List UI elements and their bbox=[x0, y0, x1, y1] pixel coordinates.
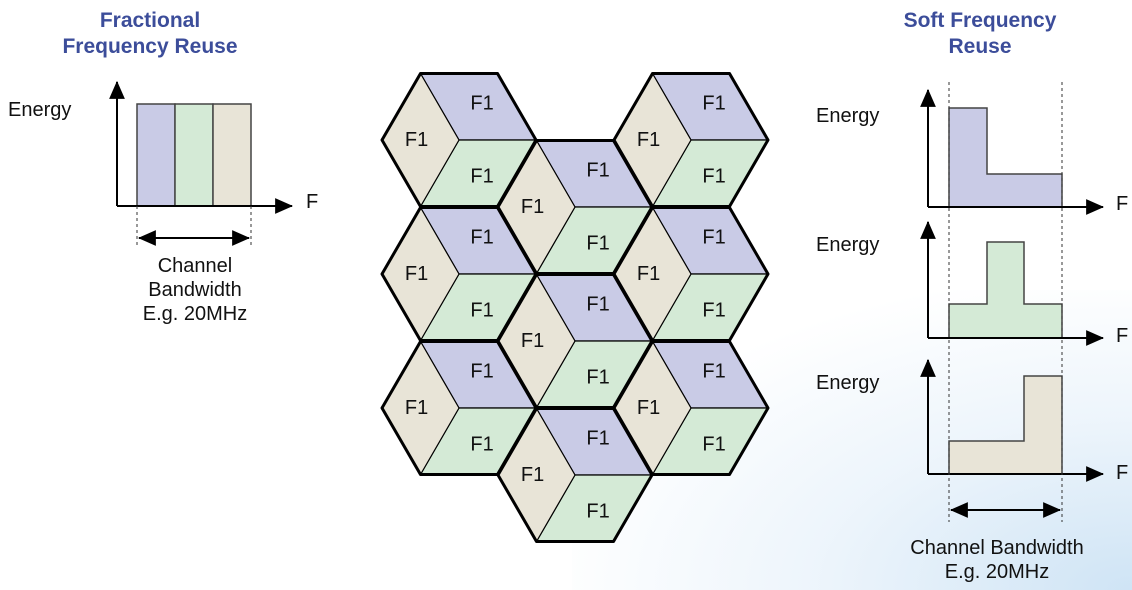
hex-5-label-beige: F1 bbox=[637, 263, 660, 285]
hex-5-label-green: F1 bbox=[702, 300, 725, 322]
hex-6-label-blue: F1 bbox=[586, 293, 609, 315]
hex-6-label-green: F1 bbox=[586, 367, 609, 389]
ffr-bandwidth-line3: E.g. 20MHz bbox=[142, 303, 248, 325]
sfr-title: Soft Frequency Reuse bbox=[820, 8, 1132, 60]
sfr-spectra bbox=[920, 82, 1105, 522]
ffr-f-label: F bbox=[306, 191, 319, 213]
ffr-bandwidth-label: Channel Bandwidth E.g. 20MHz bbox=[120, 254, 270, 326]
ffr-title-line2: Frequency Reuse bbox=[62, 35, 238, 58]
hex-4-label-beige: F1 bbox=[405, 263, 428, 285]
hex-1-label-blue: F1 bbox=[470, 92, 493, 114]
hex-5-label-blue: F1 bbox=[702, 226, 725, 248]
hex-cell-grid: F1F1F1F1F1F1F1F1F1F1F1F1F1F1F1F1F1F1F1F1… bbox=[380, 72, 770, 543]
hex-3-label-green: F1 bbox=[586, 233, 609, 255]
sfr-energy-label-1: Energy bbox=[816, 105, 880, 127]
ffr-band-beige bbox=[212, 103, 252, 207]
hex-9-label-beige: F1 bbox=[521, 464, 544, 486]
sfr-f-label-3: F bbox=[1116, 462, 1129, 484]
sfr-spectrum-green bbox=[948, 241, 1063, 339]
hex-2-label-beige: F1 bbox=[637, 129, 660, 151]
hex-7-label-green: F1 bbox=[470, 434, 493, 456]
sfr-bandwidth-label: Channel Bandwidth E.g. 20MHz bbox=[872, 536, 1122, 584]
hex-3-label-beige: F1 bbox=[521, 196, 544, 218]
sfr-title-line2: Reuse bbox=[948, 35, 1012, 58]
hex-2-label-green: F1 bbox=[702, 166, 725, 188]
sfr-spectrum-beige bbox=[948, 375, 1063, 475]
ffr-band-blue bbox=[136, 103, 176, 207]
sfr-title-line1: Soft Frequency bbox=[903, 9, 1057, 32]
hex-2-label-blue: F1 bbox=[702, 92, 725, 114]
hex-4-label-green: F1 bbox=[470, 300, 493, 322]
sfr-bandwidth-line2: E.g. 20MHz bbox=[944, 561, 1050, 583]
hex-7-label-blue: F1 bbox=[470, 360, 493, 382]
ffr-bandwidth-line1: Channel bbox=[157, 255, 233, 277]
sfr-bandwidth-line1: Channel Bandwidth bbox=[910, 537, 1084, 559]
ffr-band-green bbox=[174, 103, 214, 207]
sfr-f-label-1: F bbox=[1116, 193, 1129, 215]
hex-8-label-beige: F1 bbox=[637, 397, 660, 419]
hex-1-label-green: F1 bbox=[470, 166, 493, 188]
hex-9-label-green: F1 bbox=[586, 501, 609, 523]
ffr-title-line1: Fractional bbox=[99, 9, 201, 32]
ffr-bandwidth-line2: Bandwidth bbox=[148, 279, 242, 301]
sfr-energy-label-3: Energy bbox=[816, 372, 880, 394]
hex-3-label-blue: F1 bbox=[586, 159, 609, 181]
hex-9-label-blue: F1 bbox=[586, 427, 609, 449]
hex-4-label-blue: F1 bbox=[470, 226, 493, 248]
hex-9-outline bbox=[496, 407, 654, 543]
sfr-energy-label-2: Energy bbox=[816, 234, 880, 256]
ffr-title: Fractional Frequency Reuse bbox=[0, 8, 300, 60]
ffr-energy-label: Energy bbox=[8, 99, 72, 121]
hex-1-label-beige: F1 bbox=[405, 129, 428, 151]
hex-8-label-blue: F1 bbox=[702, 360, 725, 382]
sfr-f-label-2: F bbox=[1116, 325, 1129, 347]
hex-8-label-green: F1 bbox=[702, 434, 725, 456]
hex-7-label-beige: F1 bbox=[405, 397, 428, 419]
sfr-spectrum-blue bbox=[948, 107, 1063, 208]
ffr-spectrum bbox=[109, 80, 294, 248]
hex-6-label-beige: F1 bbox=[521, 330, 544, 352]
